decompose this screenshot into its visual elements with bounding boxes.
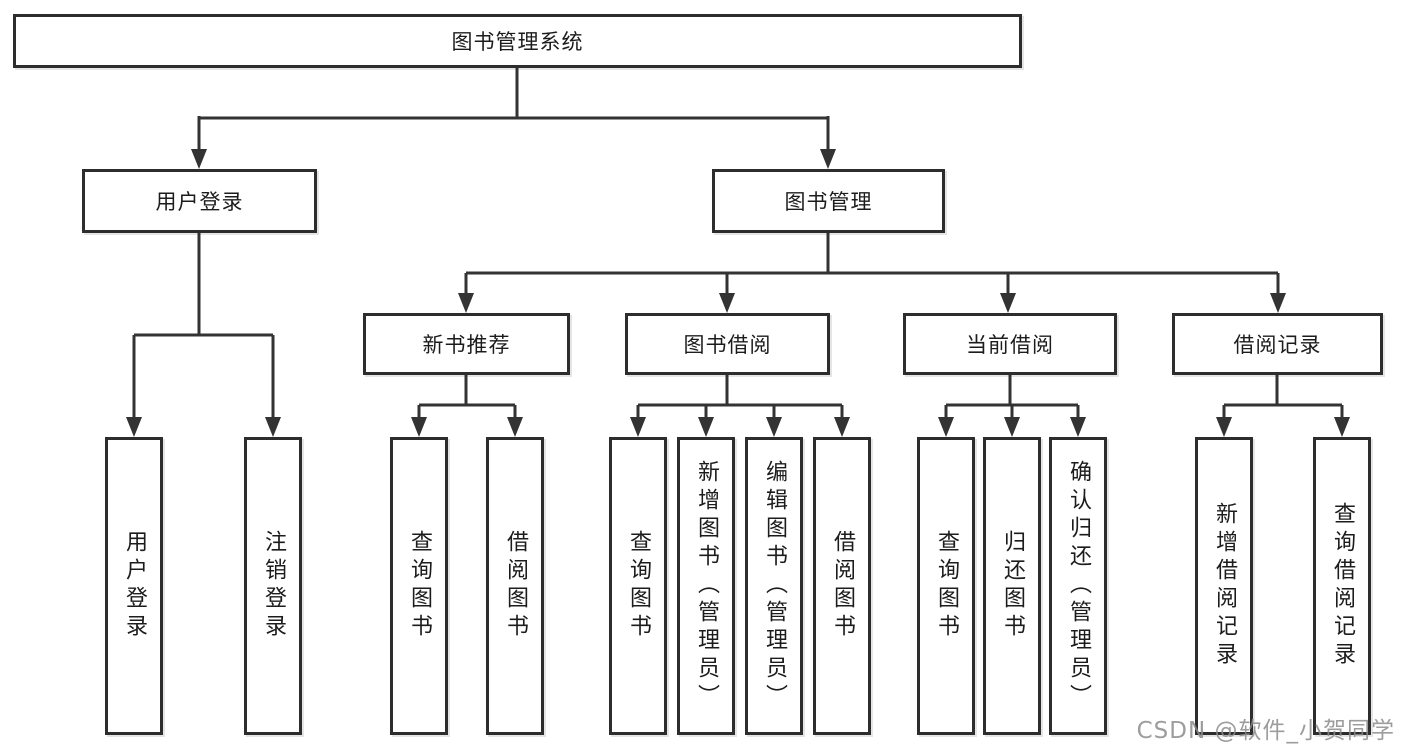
leaf-add-book-admin-label: 新增图书（管理员）: [694, 460, 719, 712]
leaf-return-books-label: 归还图书: [1000, 530, 1025, 642]
leaf-add-borrow-record-label: 新增借阅记录: [1212, 502, 1237, 670]
leaf-return-books: 归还图书: [983, 437, 1041, 735]
leaf-query-books-borrowing: 查询图书: [609, 437, 667, 735]
leaf-add-book-admin: 新增图书（管理员）: [677, 437, 735, 735]
leaf-add-borrow-record: 新增借阅记录: [1195, 437, 1253, 735]
leaf-edit-book-admin: 编辑图书（管理员）: [745, 437, 803, 735]
leaf-borrow-books-recommend: 借阅图书: [486, 437, 544, 735]
leaf-user-login: 用户登录: [105, 437, 163, 735]
node-borrowing-records: 借阅记录: [1172, 313, 1383, 375]
leaf-borrow-books-borrowing: 借阅图书: [813, 437, 871, 735]
leaf-query-books-current-label: 查询图书: [934, 530, 959, 642]
leaf-query-books-current: 查询图书: [917, 437, 975, 735]
leaf-query-borrow-record-label: 查询借阅记录: [1330, 502, 1355, 670]
node-current-borrowing: 当前借阅: [903, 313, 1117, 375]
leaf-query-books-recommend: 查询图书: [390, 437, 448, 735]
arrowhead-icons: [126, 149, 1350, 437]
node-user-login: 用户登录: [82, 169, 317, 233]
leaf-logout-label: 注销登录: [261, 530, 286, 642]
leaf-edit-book-admin-label: 编辑图书（管理员）: [762, 460, 787, 712]
leaf-logout: 注销登录: [244, 437, 302, 735]
node-root: 图书管理系统: [13, 14, 1022, 68]
leaf-borrow-books-borrowing-label: 借阅图书: [830, 530, 855, 642]
leaf-user-login-label: 用户登录: [122, 530, 147, 642]
leaf-query-books-recommend-label: 查询图书: [407, 530, 432, 642]
node-book-management: 图书管理: [712, 169, 945, 233]
leaf-confirm-return-admin-label: 确认归还（管理员）: [1066, 460, 1091, 712]
leaf-borrow-books-recommend-label: 借阅图书: [503, 530, 528, 642]
leaf-query-borrow-record: 查询借阅记录: [1313, 437, 1371, 735]
leaf-confirm-return-admin: 确认归还（管理员）: [1049, 437, 1107, 735]
leaf-query-books-borrowing-label: 查询图书: [626, 530, 651, 642]
node-book-borrowing: 图书借阅: [625, 313, 830, 375]
node-new-book-recommend: 新书推荐: [363, 313, 570, 375]
